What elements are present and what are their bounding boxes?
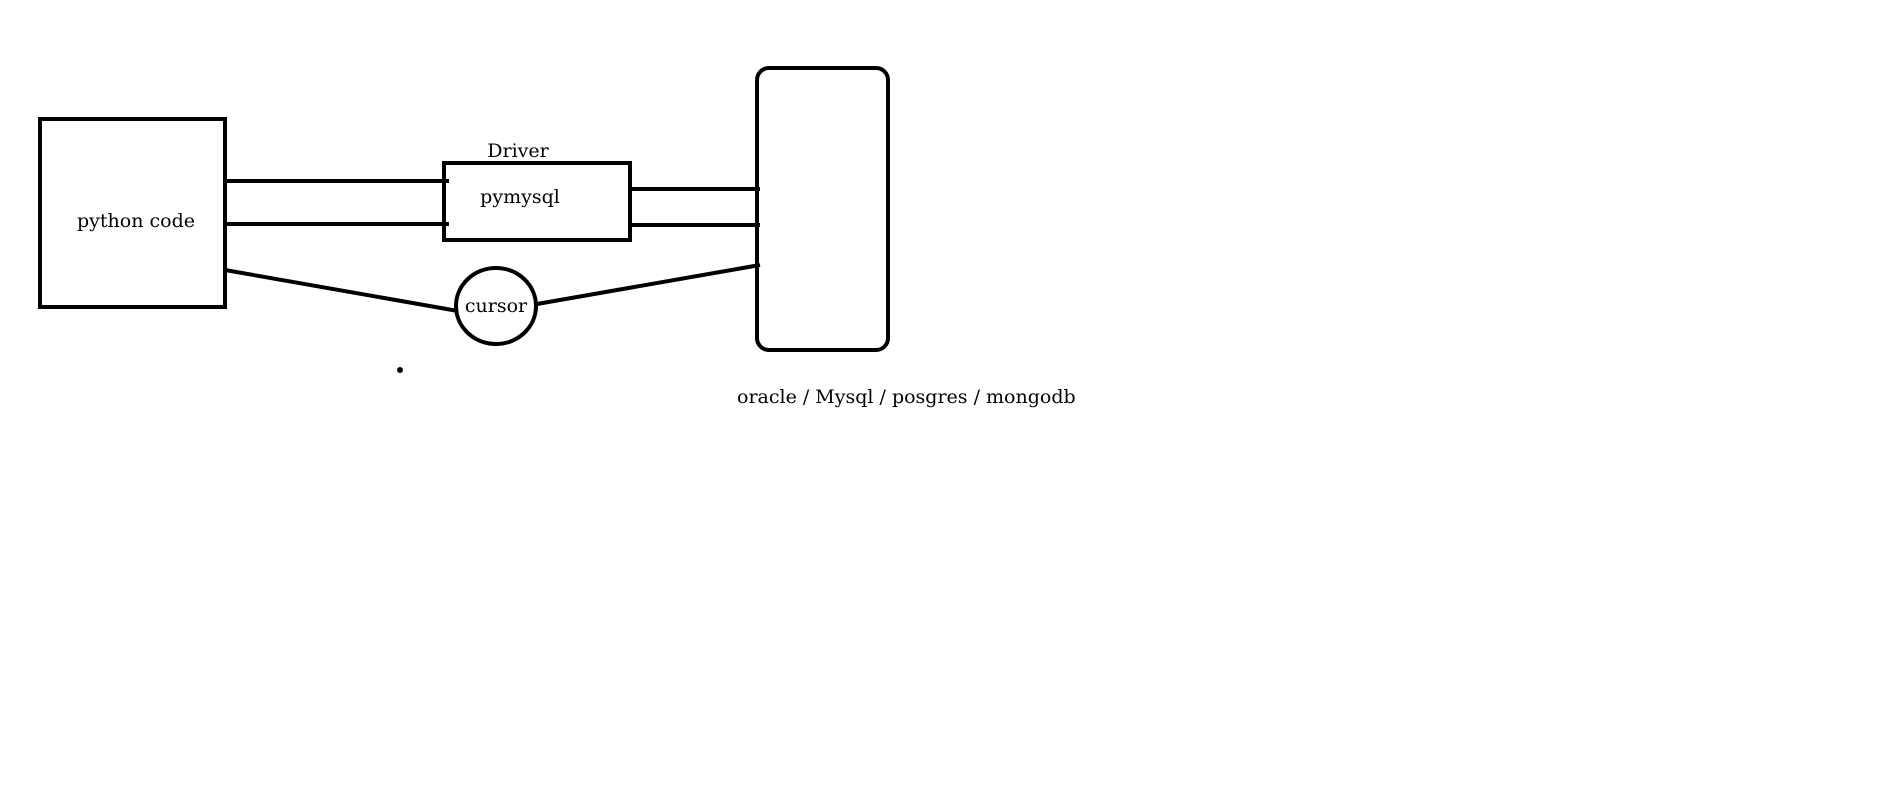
driver-title: Driver [487,140,549,162]
cursor-circle [454,266,538,346]
database-caption: oracle / Mysql / posgres / mongodb [737,386,1076,408]
cursor-label: cursor [465,295,528,317]
python-code-label: python code [77,210,195,232]
connector-python-cursor [224,268,459,313]
database-box [755,66,890,352]
connector-cursor-db [536,263,761,306]
python-code-box [38,117,227,309]
stray-dot [397,367,403,373]
pymysql-driver-box [442,161,632,242]
pymysql-label: pymysql [480,186,560,208]
